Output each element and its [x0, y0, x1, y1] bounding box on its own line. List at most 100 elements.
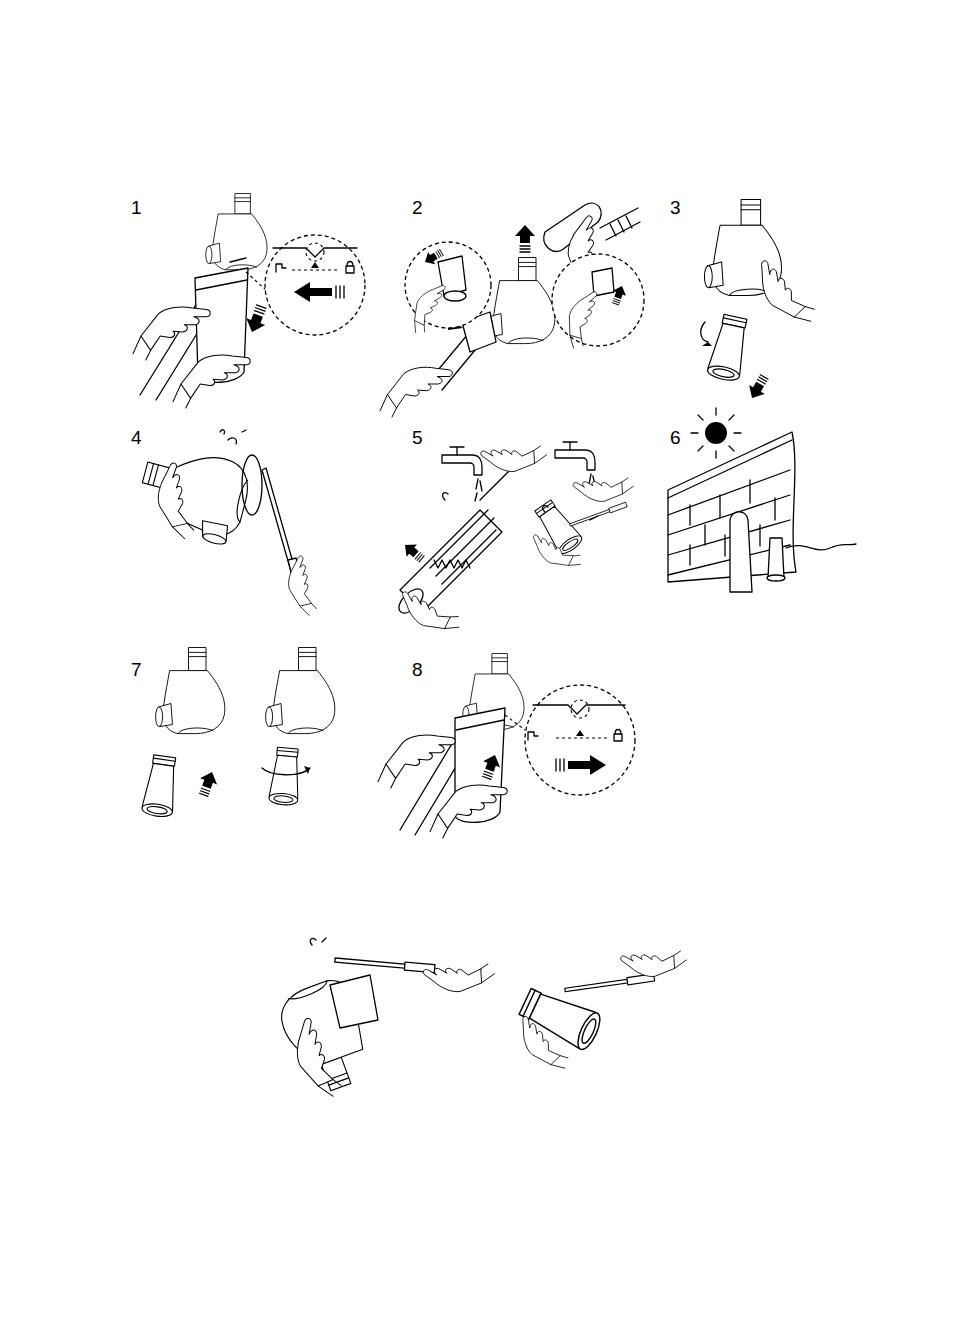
step-5-illustration	[395, 422, 636, 645]
step-slot: 6	[670, 427, 681, 449]
step-5-illustration-part	[400, 575, 463, 645]
step-2-illustration	[380, 203, 644, 417]
extra-cleaning-illustration-part	[330, 975, 378, 1028]
step-8-illustration-part	[456, 720, 504, 730]
step-2-illustration-part	[486, 258, 555, 344]
step-2-illustration-part	[380, 367, 452, 417]
step-5-illustration-part	[571, 456, 635, 514]
step-6-illustration-part	[786, 544, 856, 550]
step-4-illustration-part	[146, 461, 213, 540]
extra-cleaning-illustration-part	[274, 972, 389, 1099]
step-number: 6	[670, 427, 681, 449]
step-2-illustration-part	[515, 225, 535, 252]
step-2-illustration-part	[553, 289, 617, 351]
step-2-illustration-part	[600, 208, 640, 240]
step-number: 4	[131, 427, 142, 449]
step-7-illustration-part	[262, 768, 310, 775]
step-8-illustration-part	[556, 759, 564, 771]
extra-cleaning-illustration-part	[520, 1010, 569, 1074]
step-1-illustration-part	[346, 266, 354, 273]
step-2-illustration-part	[422, 246, 445, 268]
step-8-illustration-part	[478, 752, 503, 781]
step-5-illustration-part	[442, 447, 482, 501]
step-1-illustration-part	[311, 262, 319, 268]
step-2-illustration-part	[401, 283, 459, 336]
extra-cleaning-illustration-part	[335, 956, 435, 973]
step-slot: 7	[131, 659, 142, 681]
step-1-illustration-part	[347, 262, 353, 267]
step-number: 5	[412, 427, 423, 449]
step-3-illustration	[701, 200, 817, 403]
step-8-illustration-part	[378, 735, 455, 788]
step-6-illustration	[668, 408, 856, 592]
step-1-illustration-part	[294, 282, 332, 302]
step-5-illustration-part	[531, 521, 584, 579]
step-8-illustration-part	[525, 685, 635, 795]
step-4-illustration	[132, 430, 332, 617]
step-6-illustration-part	[691, 408, 741, 458]
step-6-illustration-part	[767, 575, 785, 581]
step-1-illustration-part	[336, 286, 344, 298]
extra-cleaning-illustration-part	[310, 938, 326, 945]
step-1-illustration-part	[196, 258, 247, 290]
step-slot: 5	[412, 427, 423, 449]
step-slot: 2	[412, 197, 423, 219]
step-5-illustration-part	[400, 539, 427, 565]
step-2-illustration-part	[609, 284, 629, 307]
step-3-illustration-part	[701, 322, 708, 342]
step-5-illustration-part	[479, 422, 549, 485]
step-number: 8	[412, 659, 423, 681]
step-number: 3	[670, 197, 681, 219]
extra-cleaning-illustration	[274, 927, 689, 1099]
step-1-illustration-part	[206, 194, 267, 270]
step-1-illustration	[133, 194, 365, 409]
step-4-illustration-part	[132, 440, 255, 548]
step-8-illustration-part	[430, 785, 507, 838]
step-7-illustration	[141, 648, 335, 819]
step-3-illustration-part	[759, 254, 816, 329]
step-4-illustration-part	[242, 455, 262, 515]
step-1-illustration-part	[306, 243, 324, 261]
step-6-illustration-part	[705, 422, 727, 444]
step-8-illustration-part	[571, 700, 589, 718]
step-8-illustration-part	[568, 755, 606, 775]
step-6-illustration-part	[668, 440, 792, 498]
step-3-illustration-part	[706, 313, 751, 382]
step-4-illustration-part	[220, 430, 246, 444]
step-2-illustration-part	[444, 291, 466, 301]
extra-cleaning-illustration-part	[619, 927, 689, 990]
step-1-illustration-part	[246, 272, 266, 290]
step-8-illustration-part	[556, 737, 608, 738]
step-7-illustration-part	[266, 648, 335, 734]
step-7-illustration-part	[304, 766, 310, 774]
step-1-illustration-part	[276, 264, 286, 272]
step-8-illustration	[378, 654, 635, 839]
step-slot: 3	[670, 197, 681, 219]
extra-cleaning-illustration-part	[564, 974, 654, 994]
step-8-illustration-part	[576, 730, 584, 736]
step-8-illustration-part	[615, 730, 621, 735]
step-8-illustration-part	[505, 715, 525, 730]
step-4-illustration-part	[279, 555, 331, 617]
step-1-illustration-part	[273, 248, 357, 257]
step-8-illustration-part	[614, 734, 622, 741]
step-8-illustration-part	[533, 705, 625, 714]
step-5-illustration-part	[434, 560, 470, 568]
step-1-illustration-part	[243, 303, 271, 335]
step-6-illustration-part	[768, 538, 784, 578]
step-6-illustration-part	[730, 512, 752, 592]
step-5-illustration-part	[443, 493, 598, 520]
step-slot: 8	[412, 659, 423, 681]
extra-cleaning-illustration-part	[290, 1017, 352, 1097]
step-1-illustration-part	[265, 235, 365, 335]
step-1-illustration-part	[173, 355, 250, 408]
step-number: 1	[131, 197, 142, 219]
step-slot: 1	[131, 197, 142, 219]
step-slot: 4	[131, 427, 142, 449]
step-7-illustration-part	[268, 747, 302, 806]
step-2-illustration-part	[610, 216, 632, 236]
step-5-illustration-part	[569, 502, 627, 527]
step-7-illustration-part	[195, 769, 220, 798]
step-number: 2	[412, 197, 423, 219]
